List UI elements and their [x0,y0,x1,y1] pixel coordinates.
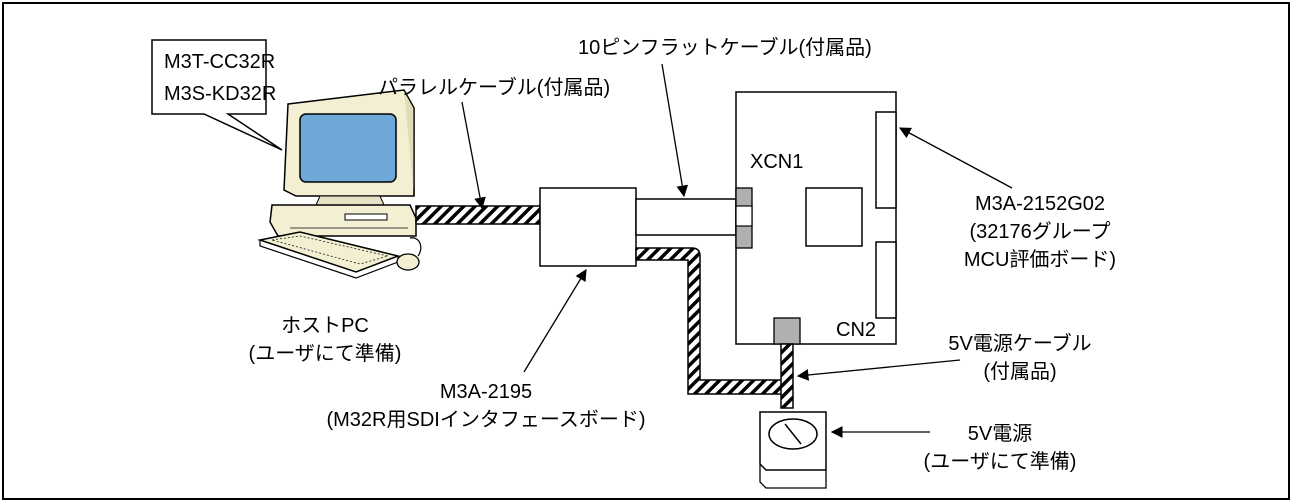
host-pc-label: ホストPC [281,315,369,337]
pc-desktop-unit [269,204,417,237]
header-lower [875,241,897,319]
callout-line-1: M3T-CC32R [164,51,275,73]
monitor [283,89,415,206]
software-callout: M3T-CC32R M3S-KD32R [151,39,283,151]
eval-board-model: M3A-2152G02 [975,193,1105,215]
parallel-cable [415,205,541,225]
power-cable-vertical [780,343,794,409]
parallel-cable-pointer [461,101,486,210]
flat-cable-label: 10ピンフラットケーブル(付属品) [578,35,872,59]
power-cable-label: 5V電源ケーブル [948,331,1091,355]
cn2-label: CN2 [836,319,876,341]
eval-board-group: (32176グループ [969,220,1110,243]
callout-line-2: M3S-KD32R [164,83,276,105]
flat-cable-pointer [661,63,689,198]
parallel-cable-label: パラレルケーブル(付属品) [378,75,610,99]
flat-cable [635,198,737,236]
power-cable-sublabel: (付属品) [983,360,1056,383]
xcn1-connector-slot [735,205,753,227]
eval-board-desc: MCU評価ボード) [964,248,1116,271]
interface-board [539,187,637,267]
interface-board-desc: (M32R用SDIインタフェースボード) [326,408,645,431]
interface-board-pointer [523,269,587,373]
header-upper [875,111,897,209]
mcu-chip [805,187,863,247]
eval-board-pointer [898,127,1013,189]
xcn1-label: XCN1 [750,151,803,173]
interface-board-model: M3A-2195 [440,381,532,403]
keyboard [257,231,401,279]
power-cable-pointer [796,359,961,381]
monitor-screen [299,113,397,183]
power-supply-sublabel: (ユーザにて準備) [924,450,1077,473]
host-pc-sublabel: (ユーザにて準備) [249,342,402,365]
power-cable-horizontal [635,247,783,395]
power-supply [759,411,827,489]
power-supply-label: 5V電源 [968,422,1032,445]
host-pc-illustration [257,89,422,279]
mouse [396,237,422,271]
cn2-connector [773,317,801,345]
